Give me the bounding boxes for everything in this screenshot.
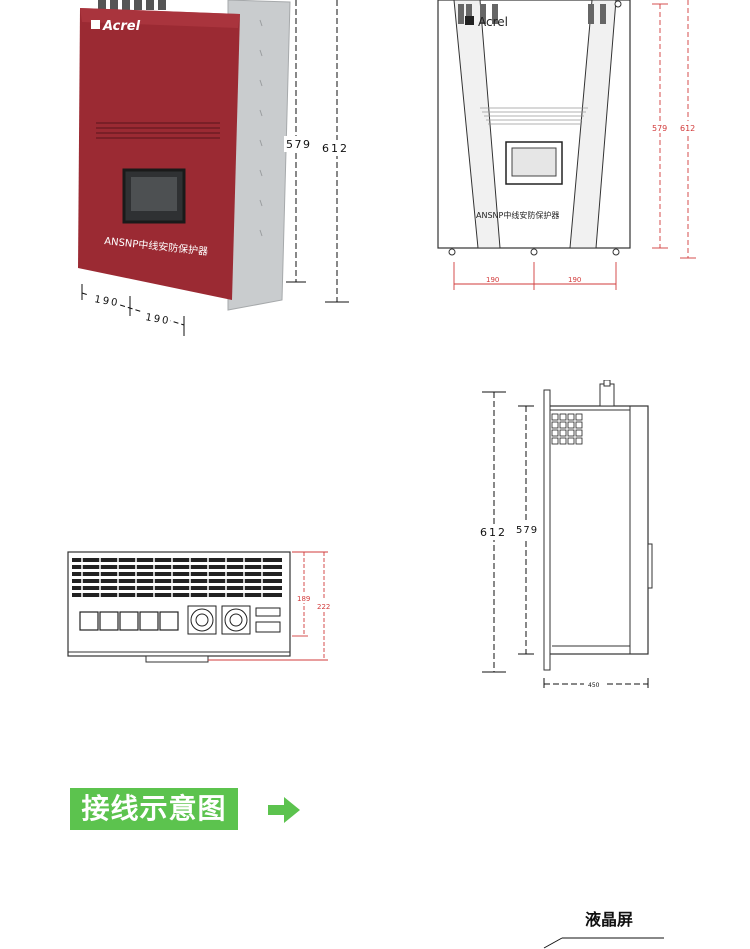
svg-text:189: 189 — [297, 595, 310, 603]
svg-text:612: 612 — [480, 526, 507, 539]
product-photo: Acrel ANSNP中线安防保护器 579 612 190 190 — [78, 0, 354, 336]
svg-text:ANSNP中线安防保护器: ANSNP中线安防保护器 — [476, 210, 559, 220]
bottom-vent-grid — [72, 558, 282, 597]
svg-text:Acrel: Acrel — [102, 19, 141, 34]
svg-text:Acrel: Acrel — [478, 15, 508, 29]
lcd-label: 液晶屏 — [585, 910, 634, 929]
svg-text:190: 190 — [486, 276, 499, 284]
arrow-right-icon — [268, 797, 300, 823]
svg-text:612: 612 — [322, 142, 349, 155]
lcd-pointer-line — [543, 937, 664, 949]
photo-dim-vertical — [286, 0, 349, 303]
photo-dim-horizontal — [81, 284, 185, 336]
svg-text:190: 190 — [144, 312, 171, 327]
svg-text:579: 579 — [652, 124, 667, 133]
side-drawing: 612 579 450 — [478, 380, 653, 690]
front-vent — [96, 122, 220, 139]
svg-text:450: 450 — [588, 682, 600, 689]
cabinet-front — [78, 8, 240, 300]
top-terminals — [98, 0, 166, 10]
svg-text:190: 190 — [568, 276, 581, 284]
front-drawing: Acrel ANSNP中线安防保护器 579 612 190 190 — [437, 0, 698, 290]
bottom-terminals — [79, 611, 179, 631]
side-vents — [551, 413, 583, 445]
section-title: 接线示意图 — [70, 788, 238, 830]
fan-left — [187, 605, 217, 635]
acrel-logo: Acrel — [91, 19, 141, 34]
svg-text:222: 222 — [317, 603, 330, 611]
svg-text:579: 579 — [516, 525, 538, 536]
svg-text:190: 190 — [93, 294, 120, 309]
fan-right — [221, 605, 251, 635]
svg-text:612: 612 — [680, 124, 695, 133]
bottom-drawing: 189 222 — [67, 551, 334, 663]
svg-text:579: 579 — [286, 138, 312, 151]
drawing-logo: Acrel — [465, 15, 508, 29]
